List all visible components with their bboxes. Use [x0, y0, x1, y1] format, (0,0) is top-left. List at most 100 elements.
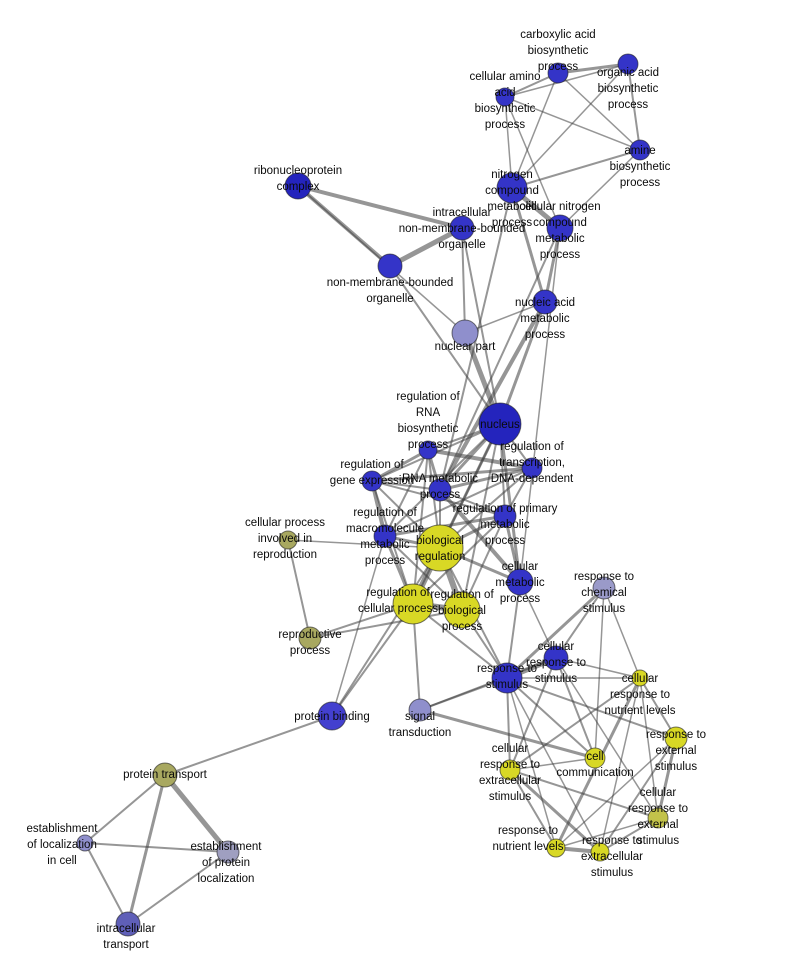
graph-node-label-cpir: cellular process [245, 517, 325, 529]
graph-node-rbp[interactable] [443, 591, 481, 629]
graph-node-nam[interactable] [532, 289, 558, 315]
graph-node-nuc[interactable] [478, 402, 522, 446]
graph-node-rcp[interactable] [392, 583, 434, 625]
graph-edge-elc-epl [84, 842, 229, 853]
graph-edge-oab-ab [627, 63, 641, 151]
graph-node-rmm[interactable] [373, 524, 397, 548]
graph-node-label-nmbo: organelle [366, 293, 413, 305]
graph-node-rp[interactable] [298, 626, 322, 650]
graph-node-st[interactable] [408, 698, 432, 722]
graph-edge-crexts-cc [509, 757, 596, 771]
graph-edge-cncm-rmp [439, 227, 561, 491]
graph-edge-nam-nuc [498, 300, 547, 426]
graph-node-label-caab: cellular amino [470, 71, 541, 83]
graph-edge-cncm-cmp [519, 227, 561, 583]
graph-node-rcs[interactable] [592, 576, 616, 600]
graph-edge-inmbo-nmbo [387, 225, 465, 269]
graph-edge-pt-epl [162, 772, 231, 855]
graph-node-inmbo[interactable] [449, 215, 475, 241]
graph-edge-rmp-cmp [438, 488, 522, 584]
graph-node-label-rrb: RNA [416, 407, 441, 419]
graph-node-rtd[interactable] [521, 457, 543, 479]
graph-node-label-crnl: nutrient levels [605, 705, 676, 717]
graph-edge-rnl-crexns [555, 817, 659, 849]
graph-edge-rs-rnl [506, 677, 557, 849]
graph-node-cncm[interactable] [546, 214, 574, 242]
graph-node-label-nmbo: non-membrane-bounded [327, 277, 454, 289]
graph-edge-crnl-crexts [509, 677, 641, 771]
graph-node-rmp[interactable] [428, 478, 452, 502]
graph-node-label-it: transport [103, 939, 149, 951]
graph-edge-rbp-rp [309, 609, 463, 639]
graph-node-rge[interactable] [361, 470, 383, 492]
graph-edge-nmbo-nuc [389, 265, 501, 425]
graph-edge-crnl-crexns [639, 677, 659, 819]
graph-edge-pb-br [331, 547, 441, 717]
graph-edge-pb-rmm [331, 535, 386, 717]
graph-edge-cpir-br [287, 539, 441, 549]
graph-node-res[interactable] [664, 726, 688, 750]
graph-edge-rtd-rmp [438, 466, 534, 492]
graph-node-pt[interactable] [152, 762, 178, 788]
graph-node-np[interactable] [451, 319, 479, 347]
graph-edge-rexts-crexns [599, 817, 659, 853]
graph-edge-cab-ab [557, 72, 641, 151]
node-layer [76, 53, 688, 937]
graph-edge-crexts-crexns [509, 769, 659, 819]
graph-node-label-rexts: stimulus [591, 867, 633, 879]
graph-node-ncm[interactable] [496, 172, 528, 204]
graph-node-label-crs: stimulus [535, 673, 577, 685]
graph-edge-cab-oab [556, 62, 630, 75]
graph-node-rnl[interactable] [546, 838, 566, 858]
graph-node-crnl[interactable] [631, 669, 649, 687]
graph-node-rpm[interactable] [493, 504, 517, 528]
graph-edge-cmp-rs [506, 581, 521, 679]
graph-node-oab[interactable] [617, 53, 639, 75]
graph-edge-rcs-cc [594, 587, 605, 759]
graph-node-cc[interactable] [584, 747, 606, 769]
graph-node-label-cpir: reproduction [253, 549, 317, 561]
graph-node-ab[interactable] [629, 139, 651, 161]
graph-node-br[interactable] [416, 524, 464, 572]
graph-edge-cpir-rp [287, 539, 311, 639]
graph-node-it[interactable] [115, 911, 141, 937]
graph-edge-crnl-rexts [599, 677, 641, 853]
graph-edge-oab-caab [504, 63, 629, 98]
graph-node-rs[interactable] [491, 662, 523, 694]
graph-node-label-elc: establishment [27, 823, 99, 835]
graph-node-elc[interactable] [76, 834, 94, 852]
graph-node-crexns[interactable] [647, 807, 669, 829]
graph-edge-pb-pt [164, 715, 333, 776]
graph-edge-caab-ab [504, 96, 641, 151]
graph-node-epl[interactable] [216, 840, 240, 864]
graph-edge-it-elc [84, 842, 129, 925]
graph-edge-rnp-inmbo [296, 184, 464, 230]
graph-node-caab[interactable] [495, 87, 515, 107]
graph-node-cpir[interactable] [278, 530, 298, 550]
graph-edge-rcs-crnl [603, 587, 641, 679]
graph-node-label-nam: metabolic [520, 313, 569, 325]
graph-node-rexts[interactable] [590, 842, 610, 862]
graph-node-pb[interactable] [317, 701, 347, 731]
graph-edge-cab-ncm [511, 72, 559, 189]
graph-node-rrb[interactable] [418, 440, 438, 460]
graph-edge-res-crexns [656, 736, 678, 820]
graph-edge-res-rexts [599, 737, 677, 853]
graph-node-nmbo[interactable] [377, 253, 403, 279]
graph-node-crs[interactable] [543, 645, 569, 671]
graph-node-label-rrb: regulation of [396, 391, 460, 403]
graph-edge-caab-cncm [504, 96, 561, 229]
graph-edge-crs-cc [555, 657, 596, 759]
graph-node-label-epl: localization [198, 873, 255, 885]
graph-node-cab[interactable] [547, 62, 569, 84]
graph-node-label-ab: process [620, 177, 661, 189]
graph-node-label-oab: biosynthetic [598, 83, 659, 95]
graph-node-rnp[interactable] [284, 172, 312, 200]
graph-edge-pt-elc [84, 774, 166, 844]
graph-edge-st-cc [418, 708, 597, 760]
graph-edge-rcs-rs [505, 586, 606, 680]
graph-node-cmp[interactable] [506, 568, 534, 596]
graph-node-crexts[interactable] [499, 759, 521, 781]
